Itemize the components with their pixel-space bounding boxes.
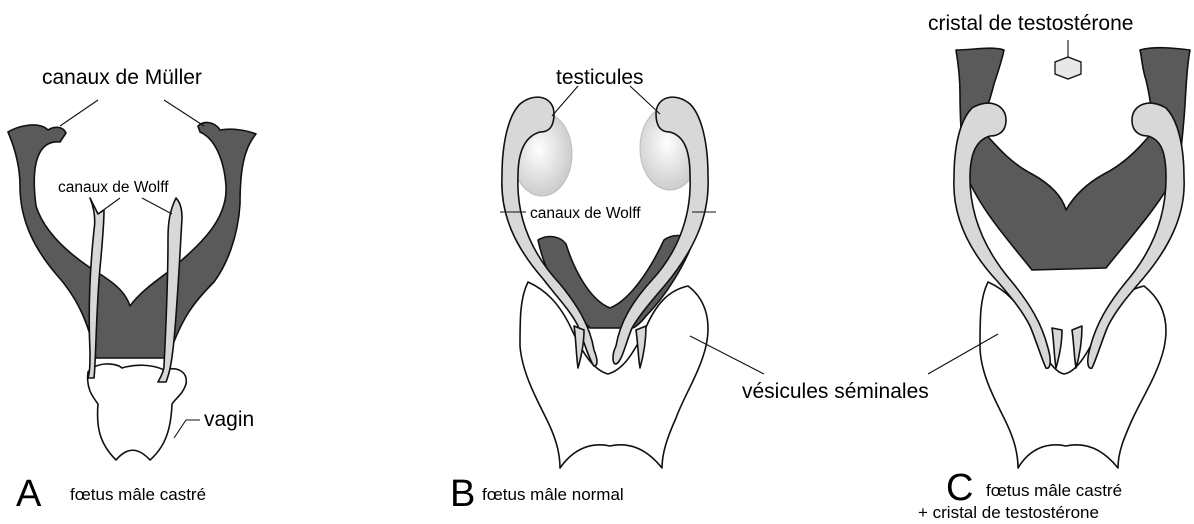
label-muller: canaux de Müller	[42, 66, 202, 89]
leader-vagin	[174, 420, 200, 438]
label-vagin: vagin	[204, 408, 254, 431]
leader-wolff-a-left	[98, 198, 120, 214]
panel-letter-a: A	[16, 473, 42, 515]
leader-muller-left	[60, 100, 98, 126]
caption-b: fœtus mâle normal	[482, 485, 624, 504]
caption-c-line1: fœtus mâle castré	[986, 481, 1122, 500]
leader-muller-right	[164, 100, 204, 126]
panel-c: cristal de testostérone C fœtus mâle cas…	[918, 12, 1190, 522]
leader-testis-left	[552, 86, 578, 116]
testosterone-crystal	[1055, 57, 1081, 79]
panel-letter-b: B	[450, 473, 475, 515]
muller-ducts-a	[8, 123, 256, 358]
label-cristal: cristal de testostérone	[928, 12, 1133, 35]
leader-wolff-a-right	[142, 198, 172, 214]
vagina-shape	[88, 364, 187, 460]
label-wolff-b: canaux de Wolff	[530, 205, 641, 222]
label-vesicules: vésicules séminales	[742, 380, 929, 403]
panel-b: testicules canaux de Wolff vésicules sém…	[450, 66, 929, 515]
leader-testis-right	[630, 86, 660, 114]
caption-c-line2: + cristal de testostérone	[918, 503, 1099, 522]
wolff-terminal-c-left	[1052, 328, 1062, 368]
seminal-vesicles-c	[980, 282, 1166, 468]
caption-a: fœtus mâle castré	[70, 485, 206, 504]
panel-a: canaux de Müller canaux de Wolff vagin A…	[8, 66, 256, 515]
label-wolff-a: canaux de Wolff	[58, 179, 169, 196]
label-testicules: testicules	[556, 66, 644, 89]
